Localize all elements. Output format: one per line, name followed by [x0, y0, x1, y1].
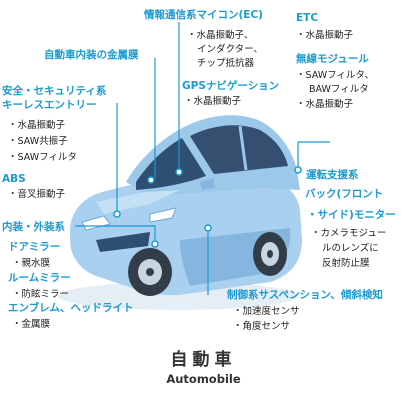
callout-wireless-item-1-cont: BAWフィルタ — [309, 84, 369, 95]
callout-suspension-item-1: 加速度センサ — [233, 305, 300, 318]
callout-gps-title: GPSナビゲーション — [182, 80, 280, 92]
dot-ecu — [175, 168, 183, 176]
headlight-right — [149, 207, 177, 223]
dot-security — [113, 210, 121, 218]
callout-dots — [113, 166, 302, 248]
callout-etc-item-1: 水晶振動子 — [296, 29, 354, 42]
callout-door-mirror-item-1: 親水膜 — [12, 257, 51, 270]
callout-exterior-title: 内装・外装系 — [2, 221, 65, 233]
rear-wheel — [253, 232, 287, 276]
callout-room-mirror-item-1: 防眩ミラー — [12, 288, 70, 301]
callout-etc-title: ETC — [296, 12, 319, 24]
callout-driving-item-1-cont: ルのレンズに — [322, 243, 379, 254]
callout-abs-title: ABS — [2, 173, 26, 185]
callout-connectors — [75, 22, 330, 295]
callout-emblem-title: エンブレム、ヘッドライト — [8, 302, 134, 314]
side-mirror — [200, 178, 214, 190]
callout-ecu-item-1-cont2: チップ抵抗器 — [197, 58, 255, 69]
callout-emblem-item-1: 金属膜 — [12, 318, 51, 331]
front-wheel — [128, 248, 172, 296]
dot-interior-film — [147, 176, 155, 184]
diagram-title: 自動車 — [170, 350, 237, 370]
callout-suspension-title: 制御系サスペンション、傾斜検知 — [227, 289, 383, 301]
callout-security-item-2: SAW共振子 — [8, 135, 68, 148]
callout-gps-item-1: 水晶振動子 — [184, 95, 242, 108]
dot-suspension — [204, 224, 212, 232]
dot-exterior — [151, 240, 159, 248]
callout-driving-title-2: バック(フロント — [305, 188, 384, 200]
callout-security-title-1: 安全・セキュリティ系 — [2, 85, 107, 97]
callout-security-item-3: SAWフィルタ — [8, 151, 77, 164]
callout-ecu-item-1-cont: インダクター、 — [197, 44, 264, 55]
callout-security-title-2: キーレスエントリー — [2, 99, 97, 111]
callout-driving-title-3: ・サイド)モニター — [307, 209, 396, 221]
diagram-subtitle: Automobile — [166, 372, 241, 386]
callout-wireless-item-1: SAWフィルタ、 — [296, 69, 375, 82]
callout-security-item-1: 水晶振動子 — [8, 119, 66, 132]
callout-driving-title-1: 運転支援系 — [306, 169, 359, 181]
callout-driving-item-1: カメラモジュー — [311, 227, 387, 240]
callout-room-mirror-title: ルームミラー — [8, 272, 71, 284]
callout-door-mirror-title: ドアミラー — [8, 241, 61, 253]
line-exterior — [75, 225, 156, 242]
callout-suspension-item-2: 角度センサ — [233, 320, 291, 333]
line-driving — [297, 141, 330, 168]
callout-interior-film-title: 自動車内装の金属膜 — [44, 49, 139, 61]
callout-ecu-title: 情報通信系マイコン(EC) — [144, 9, 263, 21]
car-ground-shadow — [58, 282, 298, 310]
callout-driving-item-1-cont2: 反射防止膜 — [322, 258, 370, 269]
window-pillar — [238, 125, 248, 171]
callout-wireless-title: 無線モジュール — [296, 53, 369, 65]
callout-ecu-item-1: 水晶振動子、 — [187, 29, 254, 42]
side-window — [190, 125, 288, 174]
windshield — [136, 138, 206, 190]
callout-wireless-item-2: 水晶振動子 — [296, 98, 354, 111]
front-grille — [96, 232, 150, 252]
callout-abs-item-1: 音叉振動子 — [8, 188, 66, 201]
dot-driving — [294, 166, 302, 174]
